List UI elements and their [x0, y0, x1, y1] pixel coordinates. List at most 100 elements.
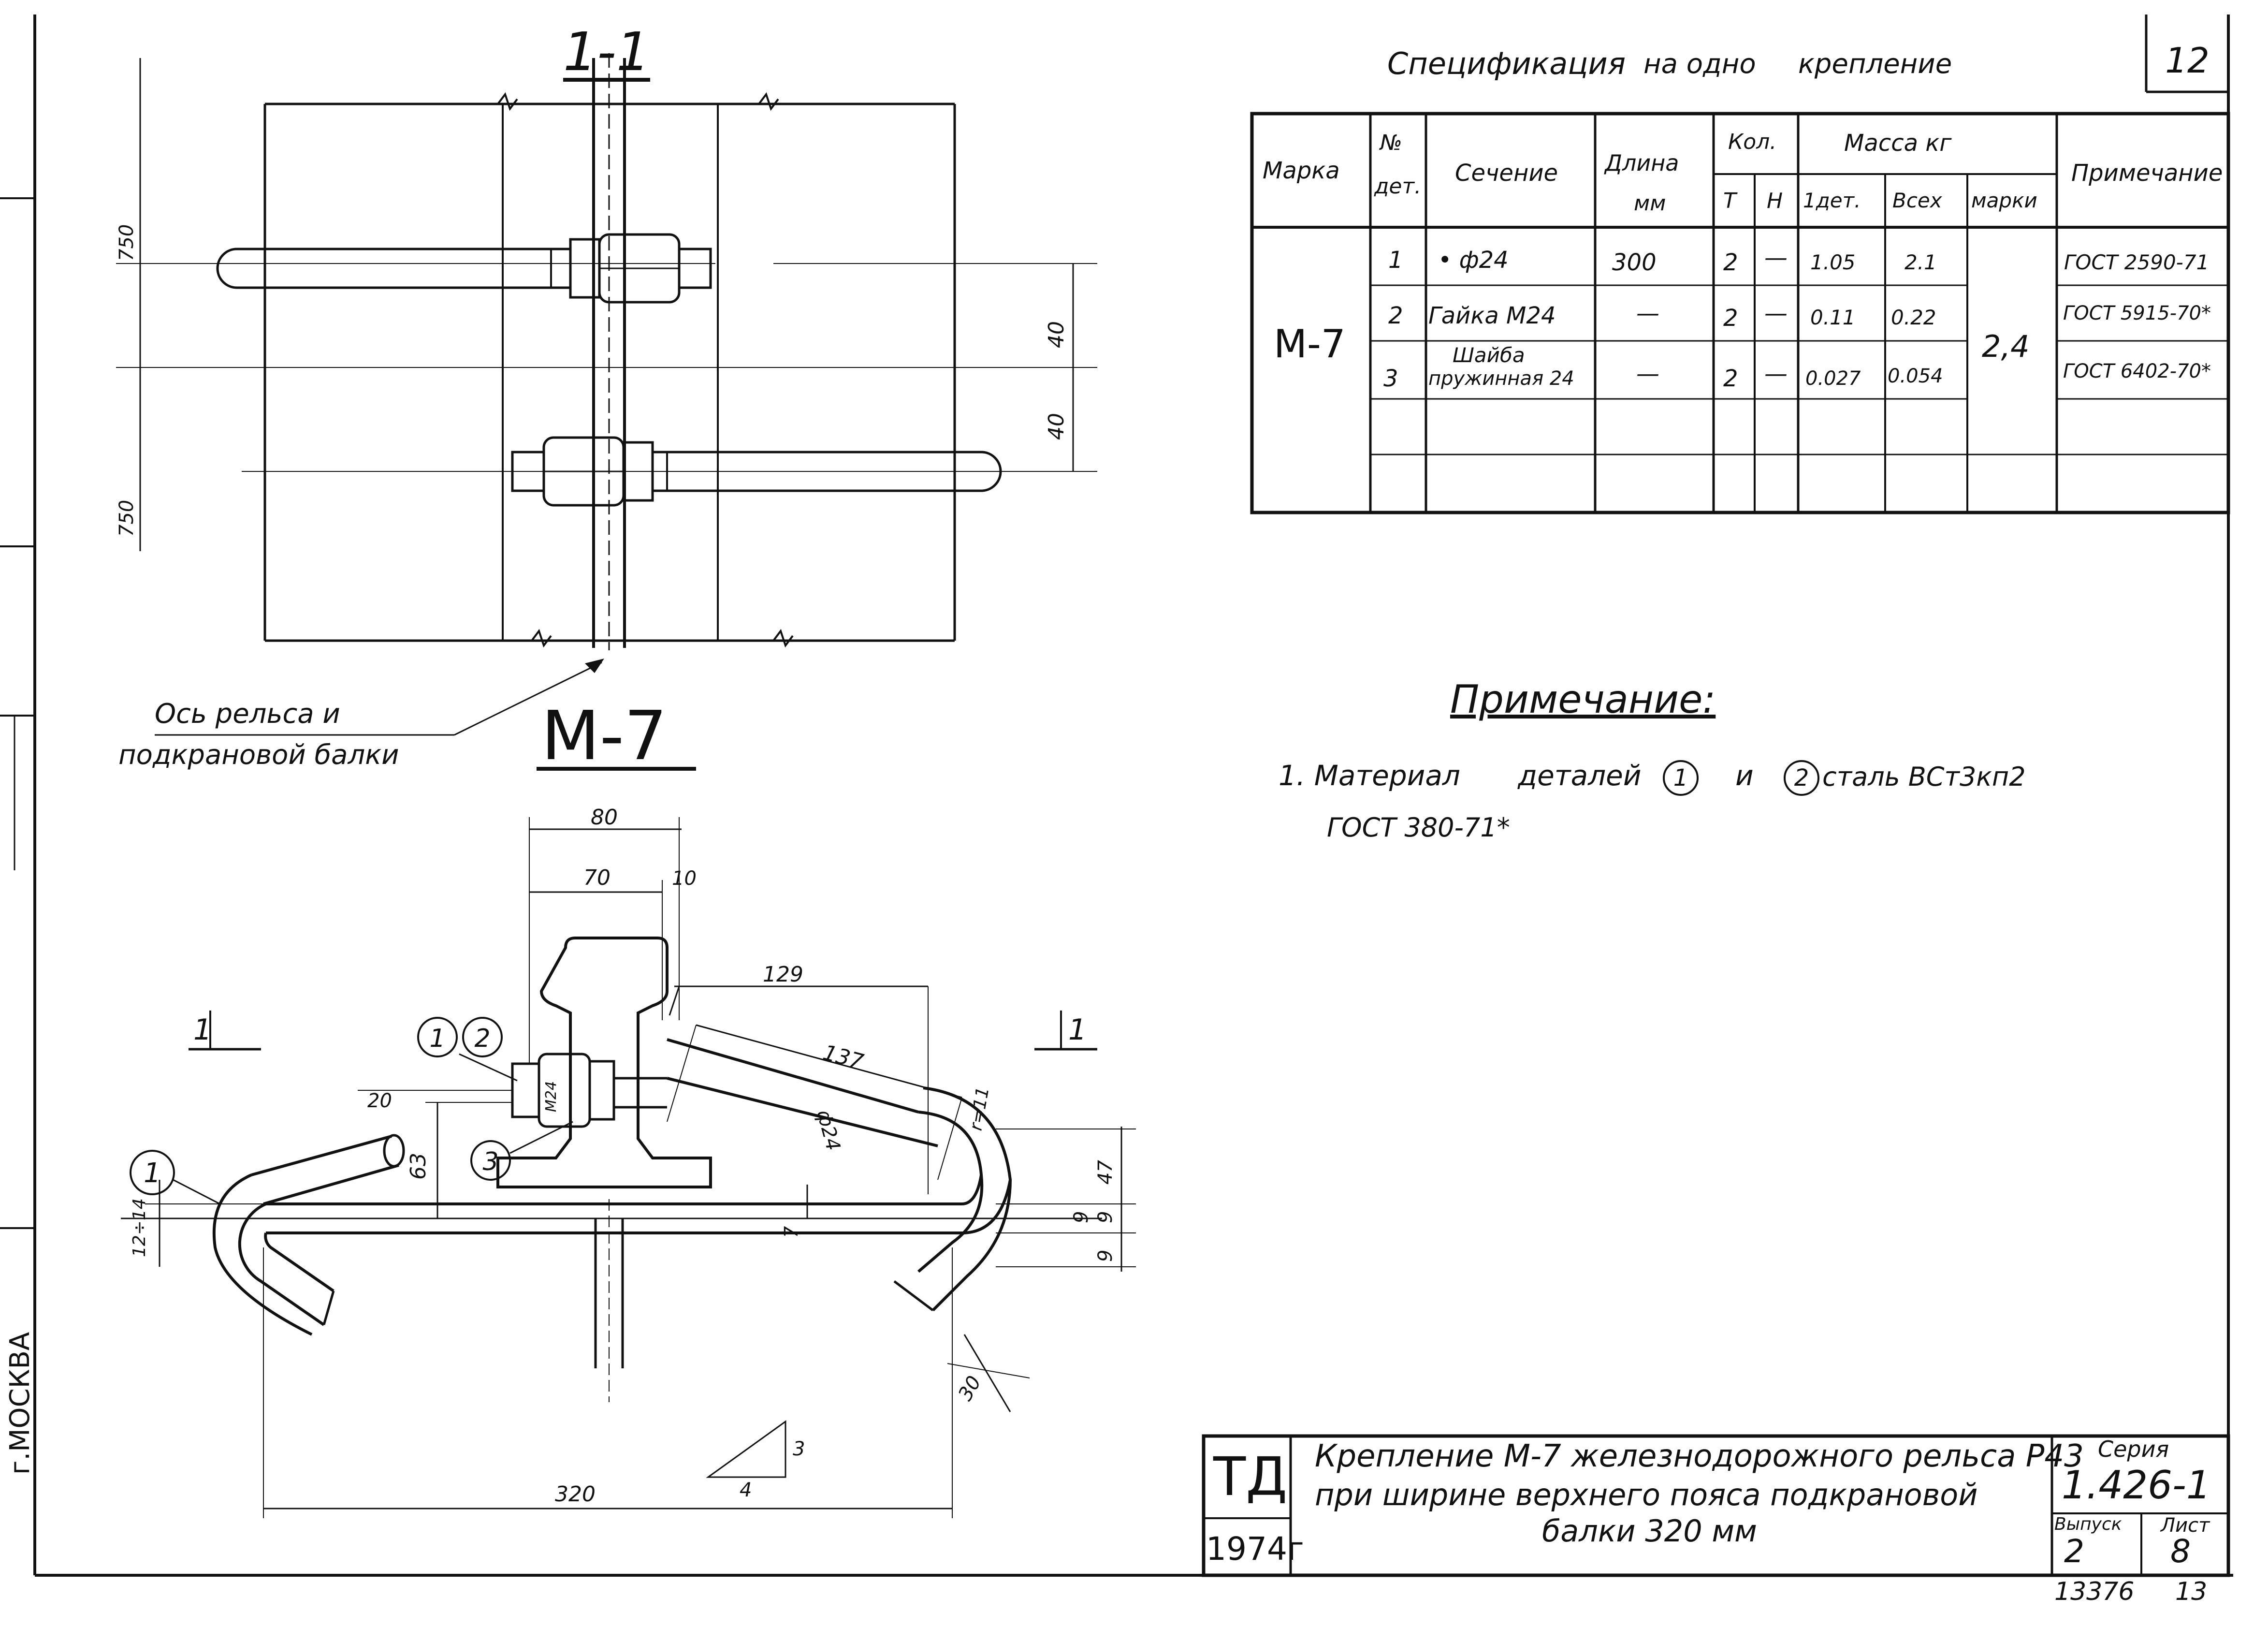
dim-20: 20	[367, 1090, 392, 1112]
callout-2-top: 2	[474, 1024, 490, 1053]
row3-section-line1: Шайба	[1453, 343, 1525, 367]
hdr-sechenie: Сечение	[1455, 160, 1558, 187]
row1-length: 300	[1612, 249, 1657, 276]
issue-label: Выпуск	[2054, 1514, 2122, 1534]
callout-1-left: 1	[144, 1158, 161, 1189]
dim-12-14: 12÷14	[130, 1198, 149, 1257]
slope-3: 3	[793, 1438, 805, 1460]
detail-section-mark-left: 1	[193, 1013, 212, 1047]
dim-9c: 9	[1094, 1250, 1117, 1262]
row2-length: —	[1636, 300, 1659, 327]
notes-line2: ГОСТ 380-71*	[1327, 812, 1510, 843]
dim-750-bottom: 750	[116, 500, 138, 537]
detail-section-mark-right: 1	[1068, 1013, 1087, 1047]
rail-axis-note-line2: подкрановой балки	[118, 739, 399, 771]
row2-t: 2	[1723, 305, 1738, 332]
title-line1: Крепление М-7 железнодорожного рельса Р4…	[1315, 1438, 2084, 1474]
footer-page: 13	[2175, 1577, 2208, 1606]
spec-title-word3: крепление	[1798, 48, 1952, 80]
hdr-mm: мм	[1634, 191, 1666, 216]
spec-mark-mass: 2,4	[1982, 329, 2030, 364]
title-block-year: 1974г	[1206, 1530, 1304, 1568]
rail-axis-note-line1: Ось рельса и	[155, 698, 340, 730]
row3-num: 3	[1383, 365, 1398, 392]
footer-code: 13376	[2054, 1577, 2135, 1606]
dim-40-top: 40	[1044, 321, 1069, 348]
title-line2: при ширине верхнего пояса подкрановой	[1315, 1477, 1978, 1512]
hdr-marki: марки	[1971, 189, 2037, 212]
hdr-massa: Масса кг	[1844, 130, 1952, 157]
notes-line1-prefix: 1. Материал	[1279, 759, 1460, 792]
row1-num: 1	[1388, 247, 1403, 274]
dim-7: 7	[781, 1226, 802, 1238]
issue-value: 2	[2064, 1533, 2084, 1570]
row3-n: —	[1764, 360, 1788, 387]
dim-47: 47	[1094, 1160, 1117, 1185]
notes-heading: Примечание:	[1450, 677, 1716, 722]
callout-1-top: 1	[429, 1024, 445, 1053]
dim-10: 10	[672, 867, 697, 890]
detail-title: М-7	[541, 697, 667, 776]
dim-phi24: ф24	[812, 1108, 844, 1153]
title-block-logo: ТД	[1213, 1446, 1288, 1508]
dim-r11: r=11	[966, 1085, 993, 1132]
bolt-label: М24	[543, 1081, 560, 1112]
notes-circle-1: 1	[1663, 760, 1699, 796]
row3-t: 2	[1723, 365, 1738, 392]
notes-line1-word2: деталей	[1518, 759, 1642, 792]
dim-129: 129	[763, 962, 803, 987]
hdr-vseh: Всех	[1892, 189, 1942, 212]
hdr-n: Н	[1767, 189, 1783, 213]
hdr-marka: Марка	[1263, 157, 1340, 184]
margin-stamp: г.МОСКВА	[4, 1332, 36, 1475]
dim-80: 80	[591, 805, 618, 830]
dim-137: 137	[820, 1040, 866, 1074]
row2-num: 2	[1388, 302, 1403, 329]
dim-9a: 9	[1070, 1211, 1092, 1223]
row1-section: • ф24	[1438, 247, 1509, 274]
hdr-t: Т	[1723, 189, 1736, 213]
title-block-grid	[1202, 1434, 2230, 1577]
dim-30: 30	[954, 1372, 986, 1405]
title-line3: балки 320 мм	[1542, 1513, 1757, 1549]
slope-4: 4	[740, 1479, 752, 1501]
row2-note: ГОСТ 5915-70*	[2063, 302, 2211, 324]
dim-320: 320	[555, 1482, 596, 1507]
section-1-1-view: 1-1	[116, 21, 1097, 736]
row2-section: Гайка М24	[1428, 302, 1556, 329]
hdr-dlina: Длина	[1605, 150, 1679, 176]
row3-all: 0.054	[1888, 365, 1943, 387]
notes-circle-2: 2	[1784, 760, 1819, 796]
dim-70: 70	[583, 865, 611, 890]
series-value: 1.426-1	[2062, 1463, 2211, 1508]
row3-section-line2: пружинная 24	[1428, 367, 1574, 390]
detail-m7-view: М-7	[121, 697, 1136, 1518]
sheet-label: Лист	[2161, 1514, 2210, 1537]
spec-table-grid	[1250, 112, 2230, 514]
row1-all: 2.1	[1905, 250, 1937, 274]
row3-length: —	[1636, 360, 1659, 387]
spec-mark: М-7	[1274, 322, 1346, 366]
sheet-number: 12	[2165, 40, 2210, 81]
dim-9b: 9	[1094, 1211, 1117, 1223]
dim-63: 63	[406, 1153, 431, 1180]
row2-one: 0.11	[1810, 306, 1856, 329]
row2-n: —	[1764, 300, 1788, 327]
spec-title-word2: на одно	[1643, 48, 1756, 80]
row1-t: 2	[1723, 249, 1738, 276]
notes-line1-suffix: сталь ВСт3кп2	[1822, 762, 2026, 792]
hdr-kol: Кол.	[1728, 130, 1777, 154]
row1-note: ГОСТ 2590-71	[2064, 250, 2210, 274]
dim-40-bottom: 40	[1044, 413, 1069, 440]
row1-one: 1.05	[1810, 250, 1856, 274]
hdr-primechanie: Примечание	[2071, 160, 2223, 187]
row3-one: 0.027	[1805, 367, 1861, 390]
section-1-1-title: 1-1	[563, 21, 650, 83]
series-label: Серия	[2098, 1436, 2169, 1462]
hdr-det: дет.	[1374, 174, 1422, 199]
row3-note: ГОСТ 6402-70*	[2063, 360, 2211, 382]
row1-n: —	[1764, 244, 1788, 271]
sheet-value: 8	[2170, 1533, 2191, 1570]
hdr-odet: 1дет.	[1803, 189, 1861, 212]
